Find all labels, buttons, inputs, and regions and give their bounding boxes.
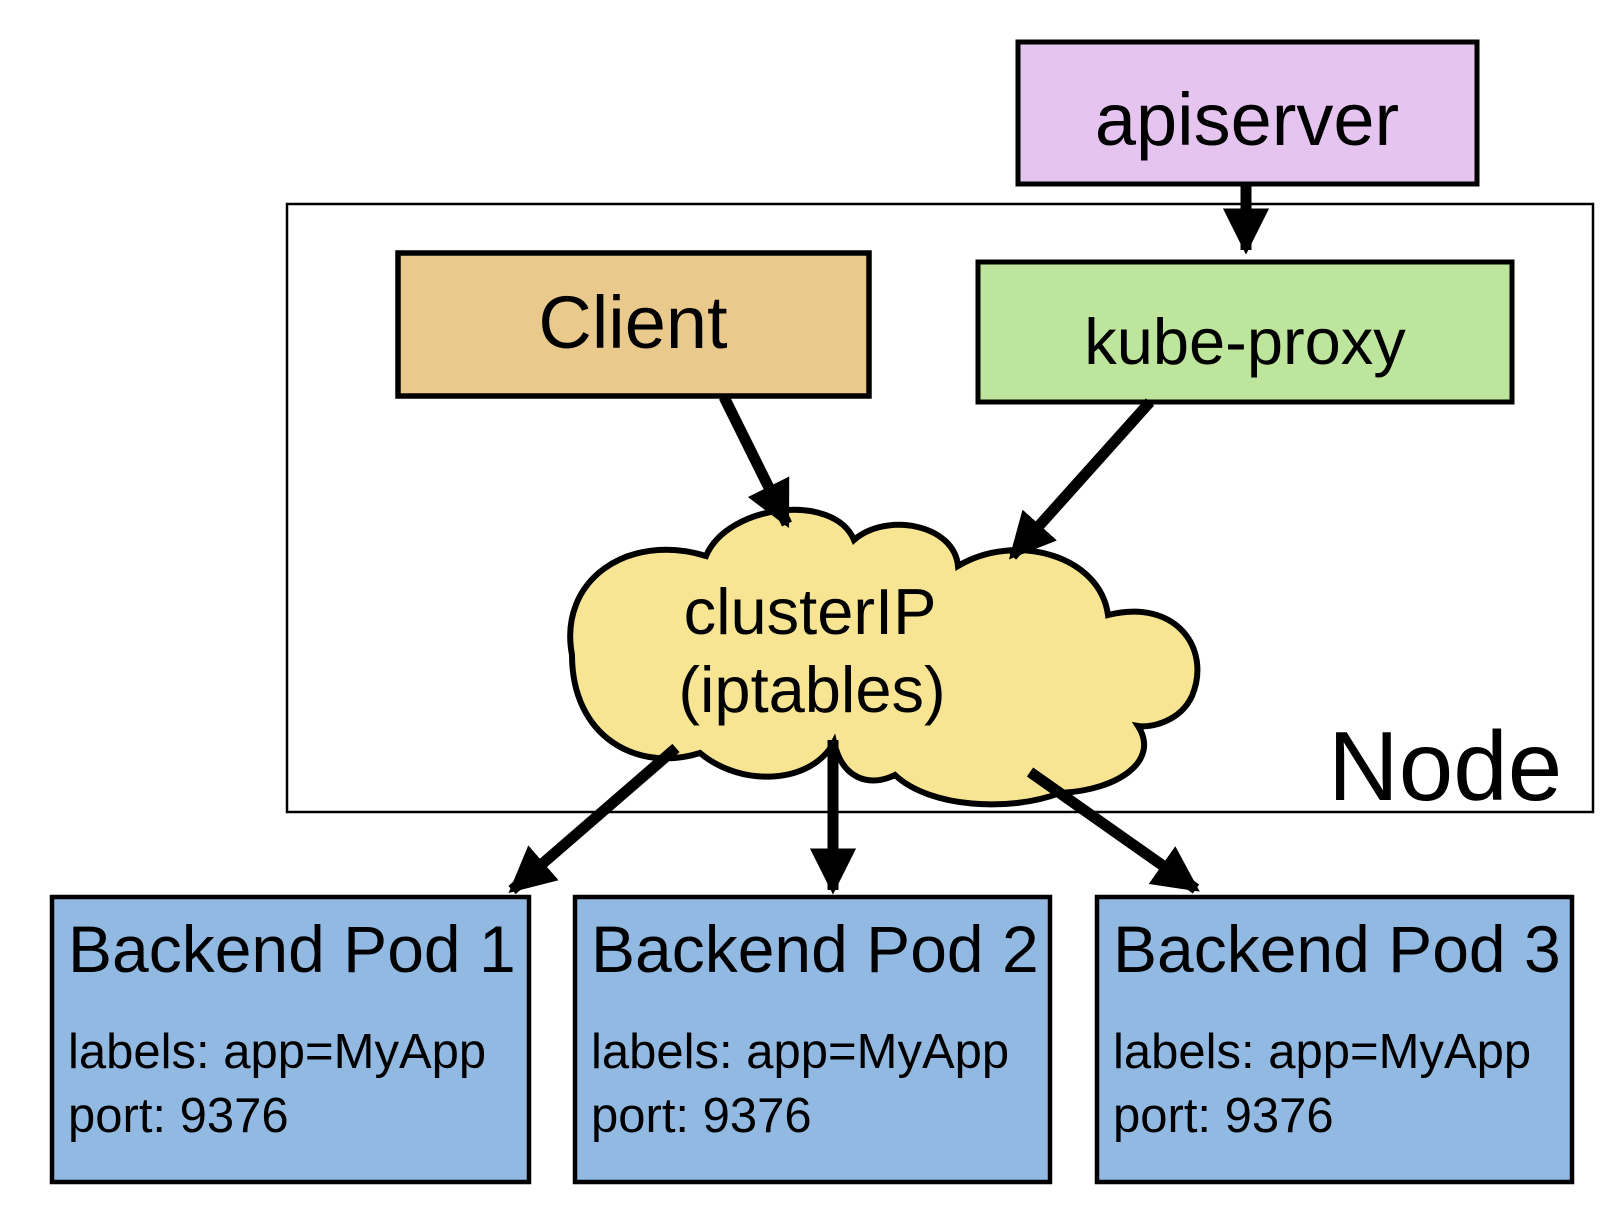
- backend-pod-1-box: [49, 894, 532, 1185]
- arrow-clusterip-to-pod-1: [508, 743, 680, 895]
- backend-pod-3: Backend Pod 3 labels: app=MyApp port: 93…: [1094, 894, 1575, 1185]
- apiserver-box: [1015, 39, 1480, 187]
- node-label: Node: [1328, 711, 1562, 821]
- backend-pod-3-port: port: 9376: [1113, 1089, 1334, 1143]
- clusterip-cloud: [567, 506, 1201, 808]
- client-label: Client: [538, 281, 728, 364]
- backend-pod-2-port: port: 9376: [591, 1089, 812, 1143]
- backend-pod-2-box: [572, 894, 1053, 1185]
- kube-proxy-box: [975, 259, 1515, 405]
- arrow-kube-proxy-to-clusterip: [1007, 398, 1155, 560]
- arrow-clusterip-to-pod-3: [1026, 767, 1200, 894]
- backend-pod-1-port: port: 9376: [68, 1089, 289, 1143]
- backend-pod-1-title: Backend Pod 1: [68, 912, 516, 986]
- arrow-client-to-clusterip: [719, 394, 792, 529]
- backend-pod-2-title: Backend Pod 2: [591, 912, 1039, 986]
- clusterip-label-line1: clusterIP: [684, 575, 937, 648]
- backend-pod-1: Backend Pod 1 labels: app=MyApp port: 93…: [49, 894, 532, 1185]
- clusterip-label-line2: (iptables): [678, 653, 945, 726]
- backend-pod-1-labels: labels: app=MyApp: [68, 1025, 486, 1079]
- kube-proxy-label: kube-proxy: [1084, 305, 1406, 378]
- backend-pod-3-labels: labels: app=MyApp: [1113, 1025, 1531, 1079]
- backend-pod-2: Backend Pod 2 labels: app=MyApp port: 93…: [572, 894, 1053, 1185]
- client-box: [395, 250, 872, 399]
- apiserver-label: apiserver: [1095, 78, 1399, 161]
- backend-pod-2-labels: labels: app=MyApp: [591, 1025, 1009, 1079]
- backend-pod-3-title: Backend Pod 3: [1113, 912, 1561, 986]
- backend-pod-3-box: [1094, 894, 1575, 1185]
